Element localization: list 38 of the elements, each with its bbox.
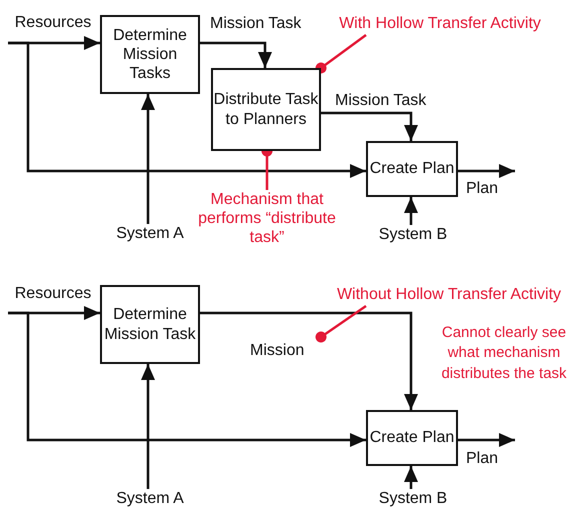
edge-label: Plan bbox=[466, 449, 498, 468]
arrow bbox=[404, 197, 418, 225]
leader-line bbox=[316, 304, 367, 342]
process-box bbox=[100, 285, 200, 364]
box-label: Determine Mission Task bbox=[103, 305, 197, 344]
arrow bbox=[141, 94, 155, 224]
annotation-text: Mechanism that performs “distribute task” bbox=[192, 190, 342, 262]
box-label: Create Plan bbox=[370, 428, 454, 448]
box-label: Distribute Task to Planners bbox=[213, 90, 319, 129]
edge-label: Mission Task bbox=[210, 14, 302, 34]
arrow bbox=[141, 364, 155, 489]
process-box bbox=[366, 141, 458, 197]
annotation-text: With Hollow Transfer Activity bbox=[322, 13, 558, 35]
arrow bbox=[8, 42, 366, 178]
arrow bbox=[458, 164, 515, 178]
leader-line bbox=[316, 34, 367, 74]
flow-label: System B bbox=[368, 489, 458, 509]
arrow bbox=[8, 312, 366, 447]
flow-label: System A bbox=[105, 489, 195, 509]
edge-label: Mission bbox=[250, 341, 304, 360]
flow-label: Resources bbox=[8, 284, 98, 304]
arrow bbox=[458, 433, 515, 447]
annotation-text: Without Hollow Transfer Activity bbox=[318, 284, 580, 306]
annotation-text: Cannot clearly see what mechanism distributes the task bbox=[440, 323, 568, 384]
box-label: Determine Mission Tasks bbox=[112, 26, 188, 84]
arrow bbox=[404, 466, 418, 489]
flow-label: System B bbox=[368, 225, 458, 245]
process-box bbox=[100, 15, 200, 94]
arrow bbox=[321, 112, 418, 141]
arrow bbox=[200, 42, 272, 68]
edge-label: Plan bbox=[466, 179, 498, 198]
edge-label: Mission Task bbox=[335, 91, 426, 110]
process-box bbox=[211, 68, 321, 151]
flow-label: Resources bbox=[8, 13, 98, 33]
process-box bbox=[366, 410, 458, 466]
arrow bbox=[200, 312, 418, 410]
box-label: Create Plan bbox=[370, 159, 454, 179]
flow-label: System A bbox=[105, 224, 195, 244]
